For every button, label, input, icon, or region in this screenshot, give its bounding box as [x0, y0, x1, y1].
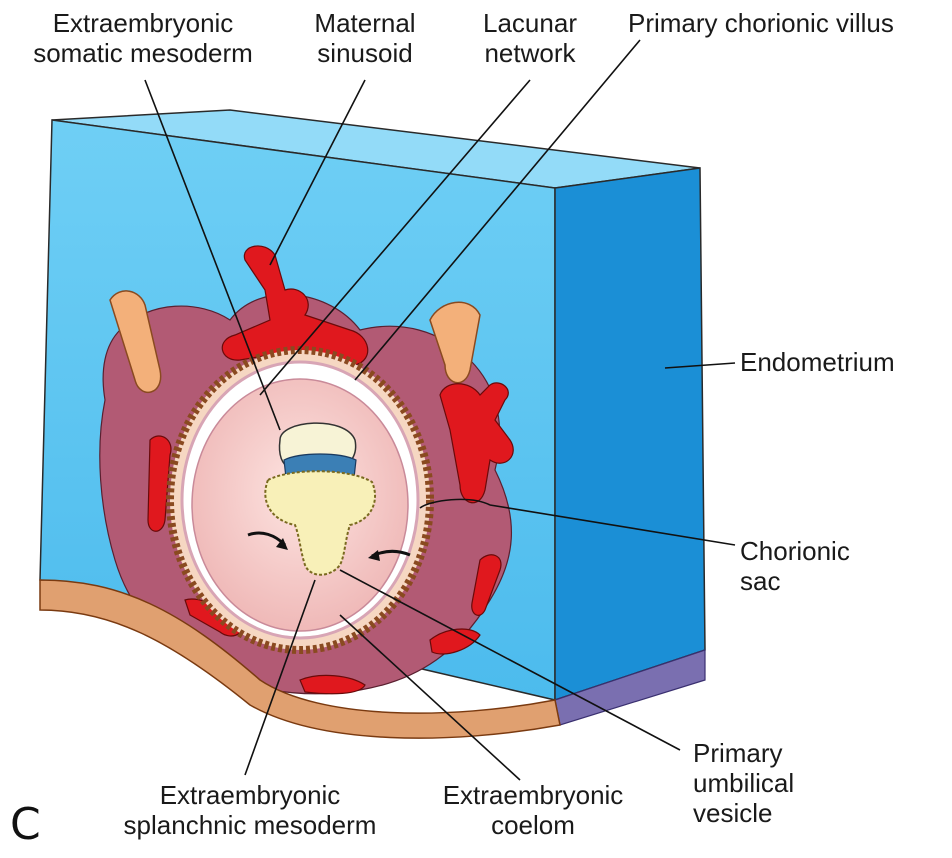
label-primary-chorionic-villus: Primary chorionic villus [628, 8, 948, 38]
label-line: Chorionic [740, 536, 900, 566]
label-line: sinusoid [290, 38, 440, 68]
label-lacunar-network: Lacunar network [455, 8, 605, 68]
label-line: sac [740, 566, 900, 596]
label-line: Primary chorionic villus [628, 8, 948, 38]
label-chorionic-sac: Chorionic sac [740, 536, 900, 596]
label-line: Extraembryonic [95, 780, 405, 810]
label-line: Maternal [290, 8, 440, 38]
label-line: Extraembryonic [8, 8, 278, 38]
label-line: network [455, 38, 605, 68]
panel-letter: C [10, 800, 41, 850]
label-line: splanchnic mesoderm [95, 810, 405, 840]
label-extraembryonic-somatic-mesoderm: Extraembryonic somatic mesoderm [8, 8, 278, 68]
label-line: Lacunar [455, 8, 605, 38]
label-line: Primary [693, 738, 893, 768]
endometrium-side-face [555, 168, 705, 700]
label-line: somatic mesoderm [8, 38, 278, 68]
label-line: coelom [418, 810, 648, 840]
label-endometrium: Endometrium [740, 347, 940, 377]
label-primary-umbilical-vesicle: Primary umbilical vesicle [693, 738, 893, 828]
label-line: Extraembryonic [418, 780, 648, 810]
label-line: Endometrium [740, 347, 940, 377]
label-extraembryonic-coelom: Extraembryonic coelom [418, 780, 648, 840]
label-line: vesicle [693, 798, 893, 828]
label-line: umbilical [693, 768, 893, 798]
label-maternal-sinusoid: Maternal sinusoid [290, 8, 440, 68]
label-extraembryonic-splanchnic-mesoderm: Extraembryonic splanchnic mesoderm [95, 780, 405, 840]
